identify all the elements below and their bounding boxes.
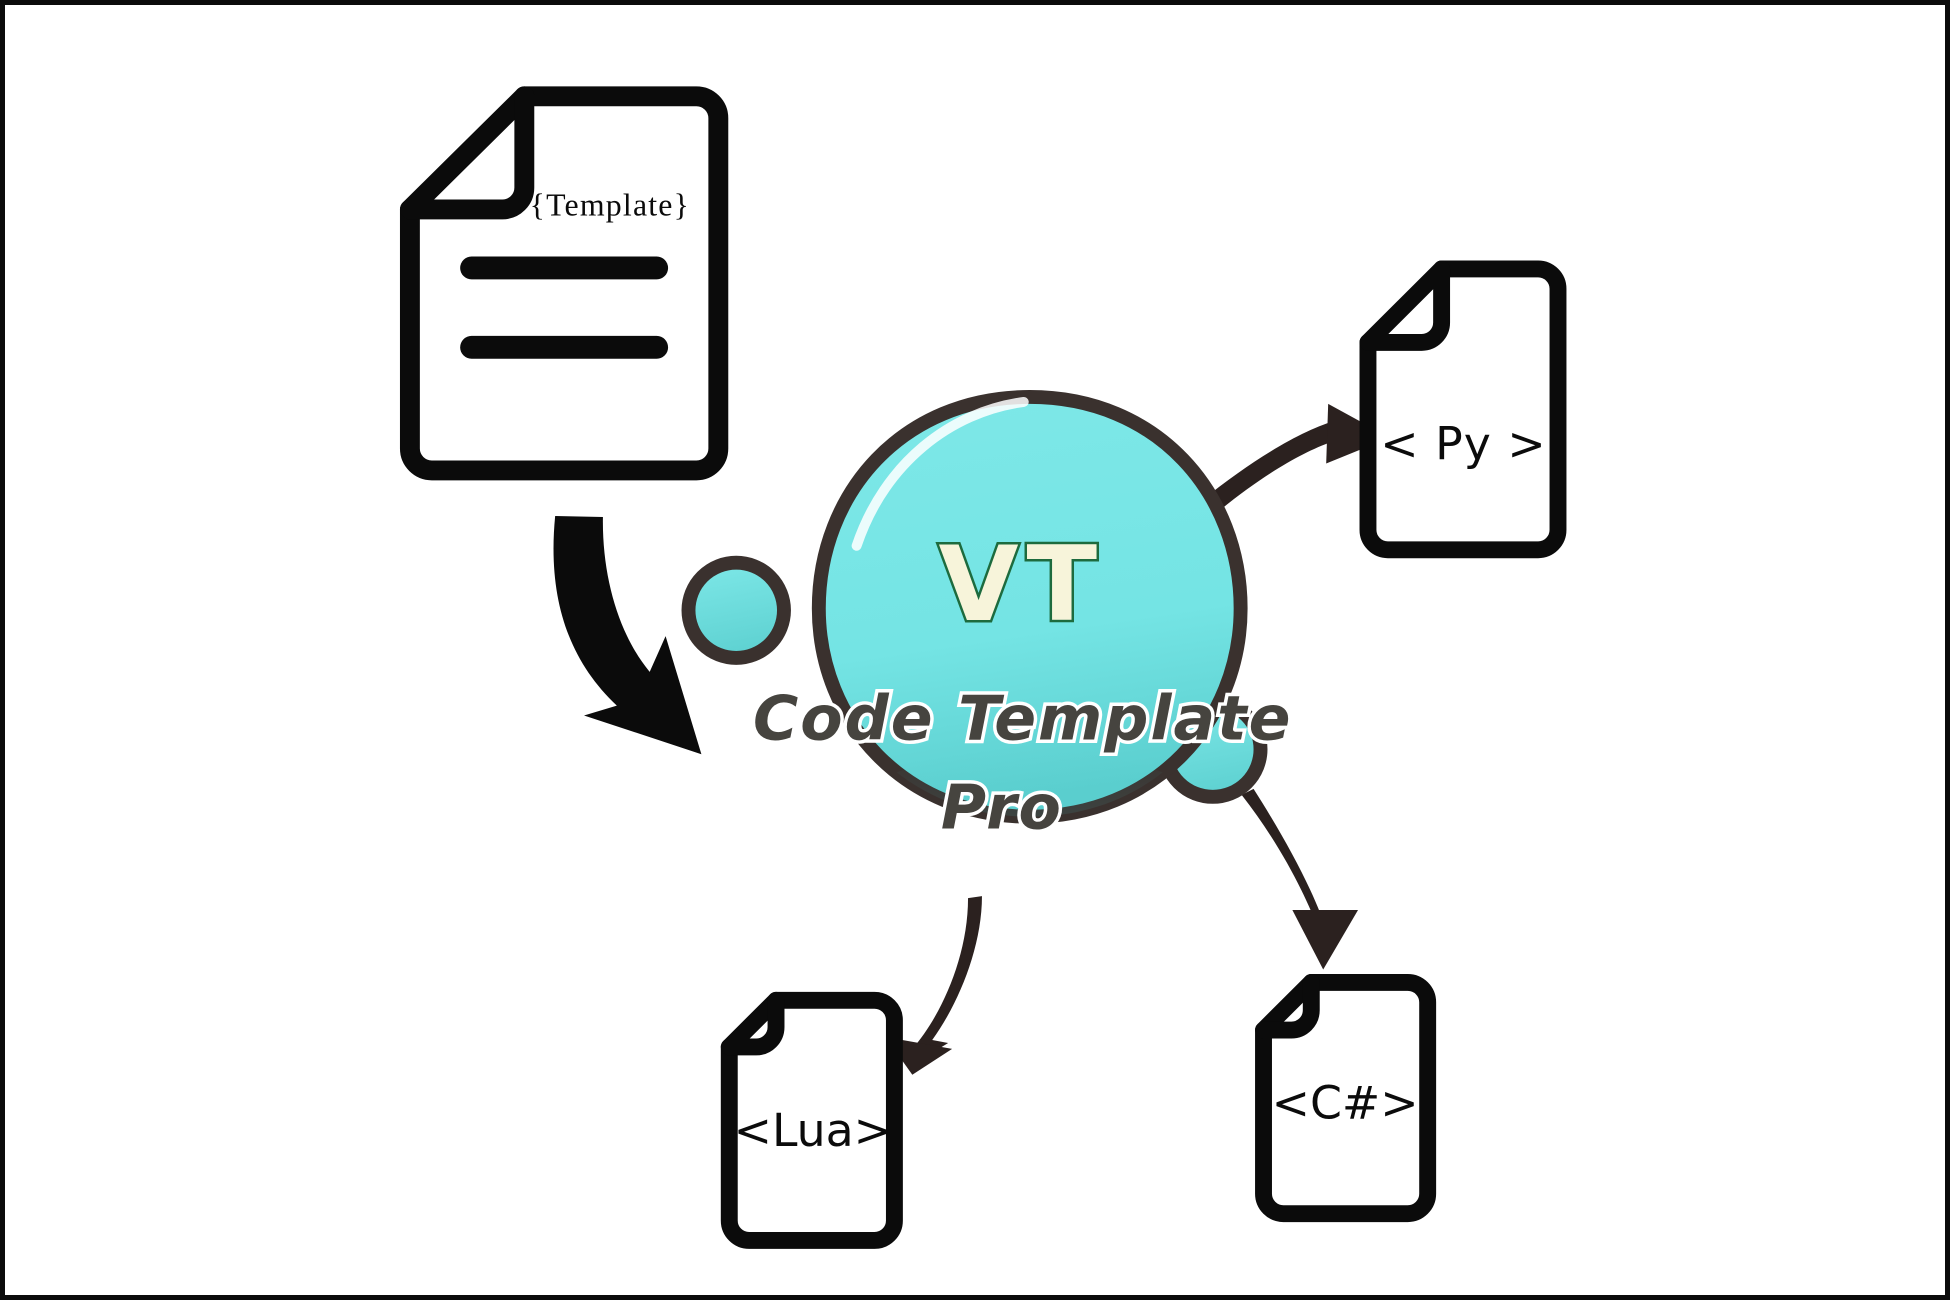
document-fold-flap-icon	[1255, 973, 1320, 1039]
vt-code-template-pro-logo[interactable]: VT Code Template Pro	[681, 390, 1294, 1047]
logo-left-bump	[681, 555, 791, 665]
output-file-label: <Lua>	[734, 1104, 892, 1157]
arrow-template-to-logo	[553, 516, 702, 755]
source-template-label: {Template}	[530, 187, 690, 222]
document-folded-corner-icon	[1255, 973, 1437, 1223]
output-file-label: <C#>	[1272, 1076, 1419, 1129]
output-file-py[interactable]: < Py >	[1359, 260, 1567, 559]
document-fold-flap-icon	[1359, 260, 1451, 351]
document-folded-corner-icon	[720, 991, 903, 1249]
arrow-logo-to-py	[1200, 403, 1390, 523]
output-file-lua[interactable]: <Lua>	[720, 991, 903, 1249]
logo-initials: VT	[938, 525, 1105, 645]
logo-wordmark-line2: Pro	[941, 772, 1063, 844]
document-folded-corner-icon	[399, 86, 729, 481]
source-template-document: {Template}	[399, 86, 729, 481]
output-file-csharp[interactable]: <C#>	[1255, 973, 1437, 1223]
document-fold-flap-icon	[720, 991, 785, 1056]
output-file-label: < Py >	[1380, 418, 1546, 471]
diagram-scene: {Template}	[399, 86, 1567, 1249]
document-fold-flap-icon	[399, 86, 535, 220]
logo-highlight	[851, 396, 1029, 551]
arrow-logo-to-csharp	[1241, 788, 1359, 970]
document-folded-corner-icon	[1359, 260, 1567, 559]
logo-wordmark-line1: Code Template	[753, 682, 1292, 754]
